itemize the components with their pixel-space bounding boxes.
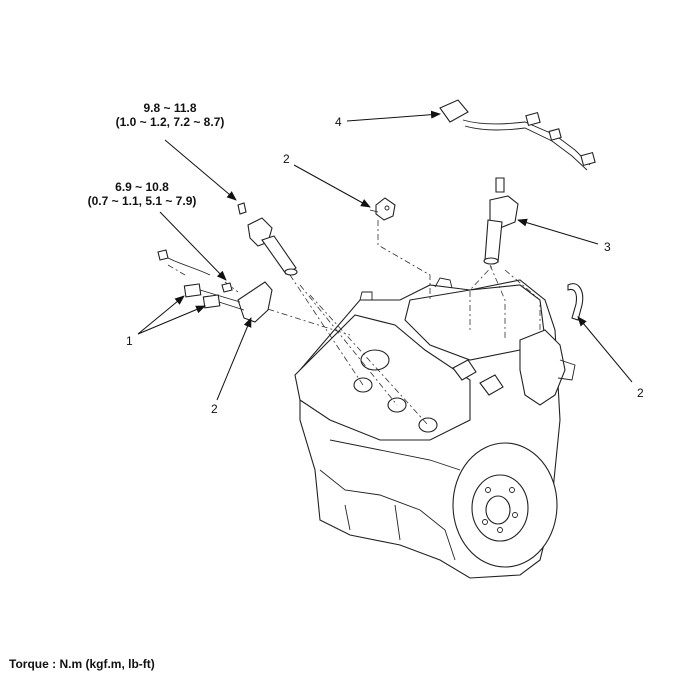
torque-spec-top: 9.8 ~ 11.8 (1.0 ~ 1.2, 7.2 ~ 8.7) xyxy=(100,101,240,129)
callout-1: 1 xyxy=(126,334,133,348)
bracket-right xyxy=(567,283,584,321)
torque-spec-top-line1: 9.8 ~ 11.8 xyxy=(143,101,197,115)
callout-2-left: 2 xyxy=(211,402,218,416)
bracket-top xyxy=(369,197,396,221)
torque-spec-left-line2: (0.7 ~ 1.1, 5.1 ~ 7.9) xyxy=(87,194,197,208)
callout-3: 3 xyxy=(604,240,611,254)
torque-spec-left: 6.9 ~ 10.8 (0.7 ~ 1.1, 5.1 ~ 7.9) xyxy=(72,180,212,208)
ignition-coil-right xyxy=(483,177,519,265)
torque-spec-top-line2: (1.0 ~ 1.2, 7.2 ~ 8.7) xyxy=(115,115,225,129)
ignition-coil-harness xyxy=(439,99,596,171)
callout-2-right: 2 xyxy=(637,386,644,400)
callout-4: 4 xyxy=(335,115,342,129)
torque-units-legend: Torque : N.m (kgf.m, lb-ft) xyxy=(9,657,155,671)
ignition-coil-left xyxy=(237,202,298,276)
torque-spec-left-line1: 6.9 ~ 10.8 xyxy=(115,180,169,194)
leader-arrows xyxy=(137,110,633,401)
engine-block xyxy=(294,277,576,579)
sensors-and-bracket xyxy=(157,249,273,323)
callout-2-top: 2 xyxy=(283,152,290,166)
